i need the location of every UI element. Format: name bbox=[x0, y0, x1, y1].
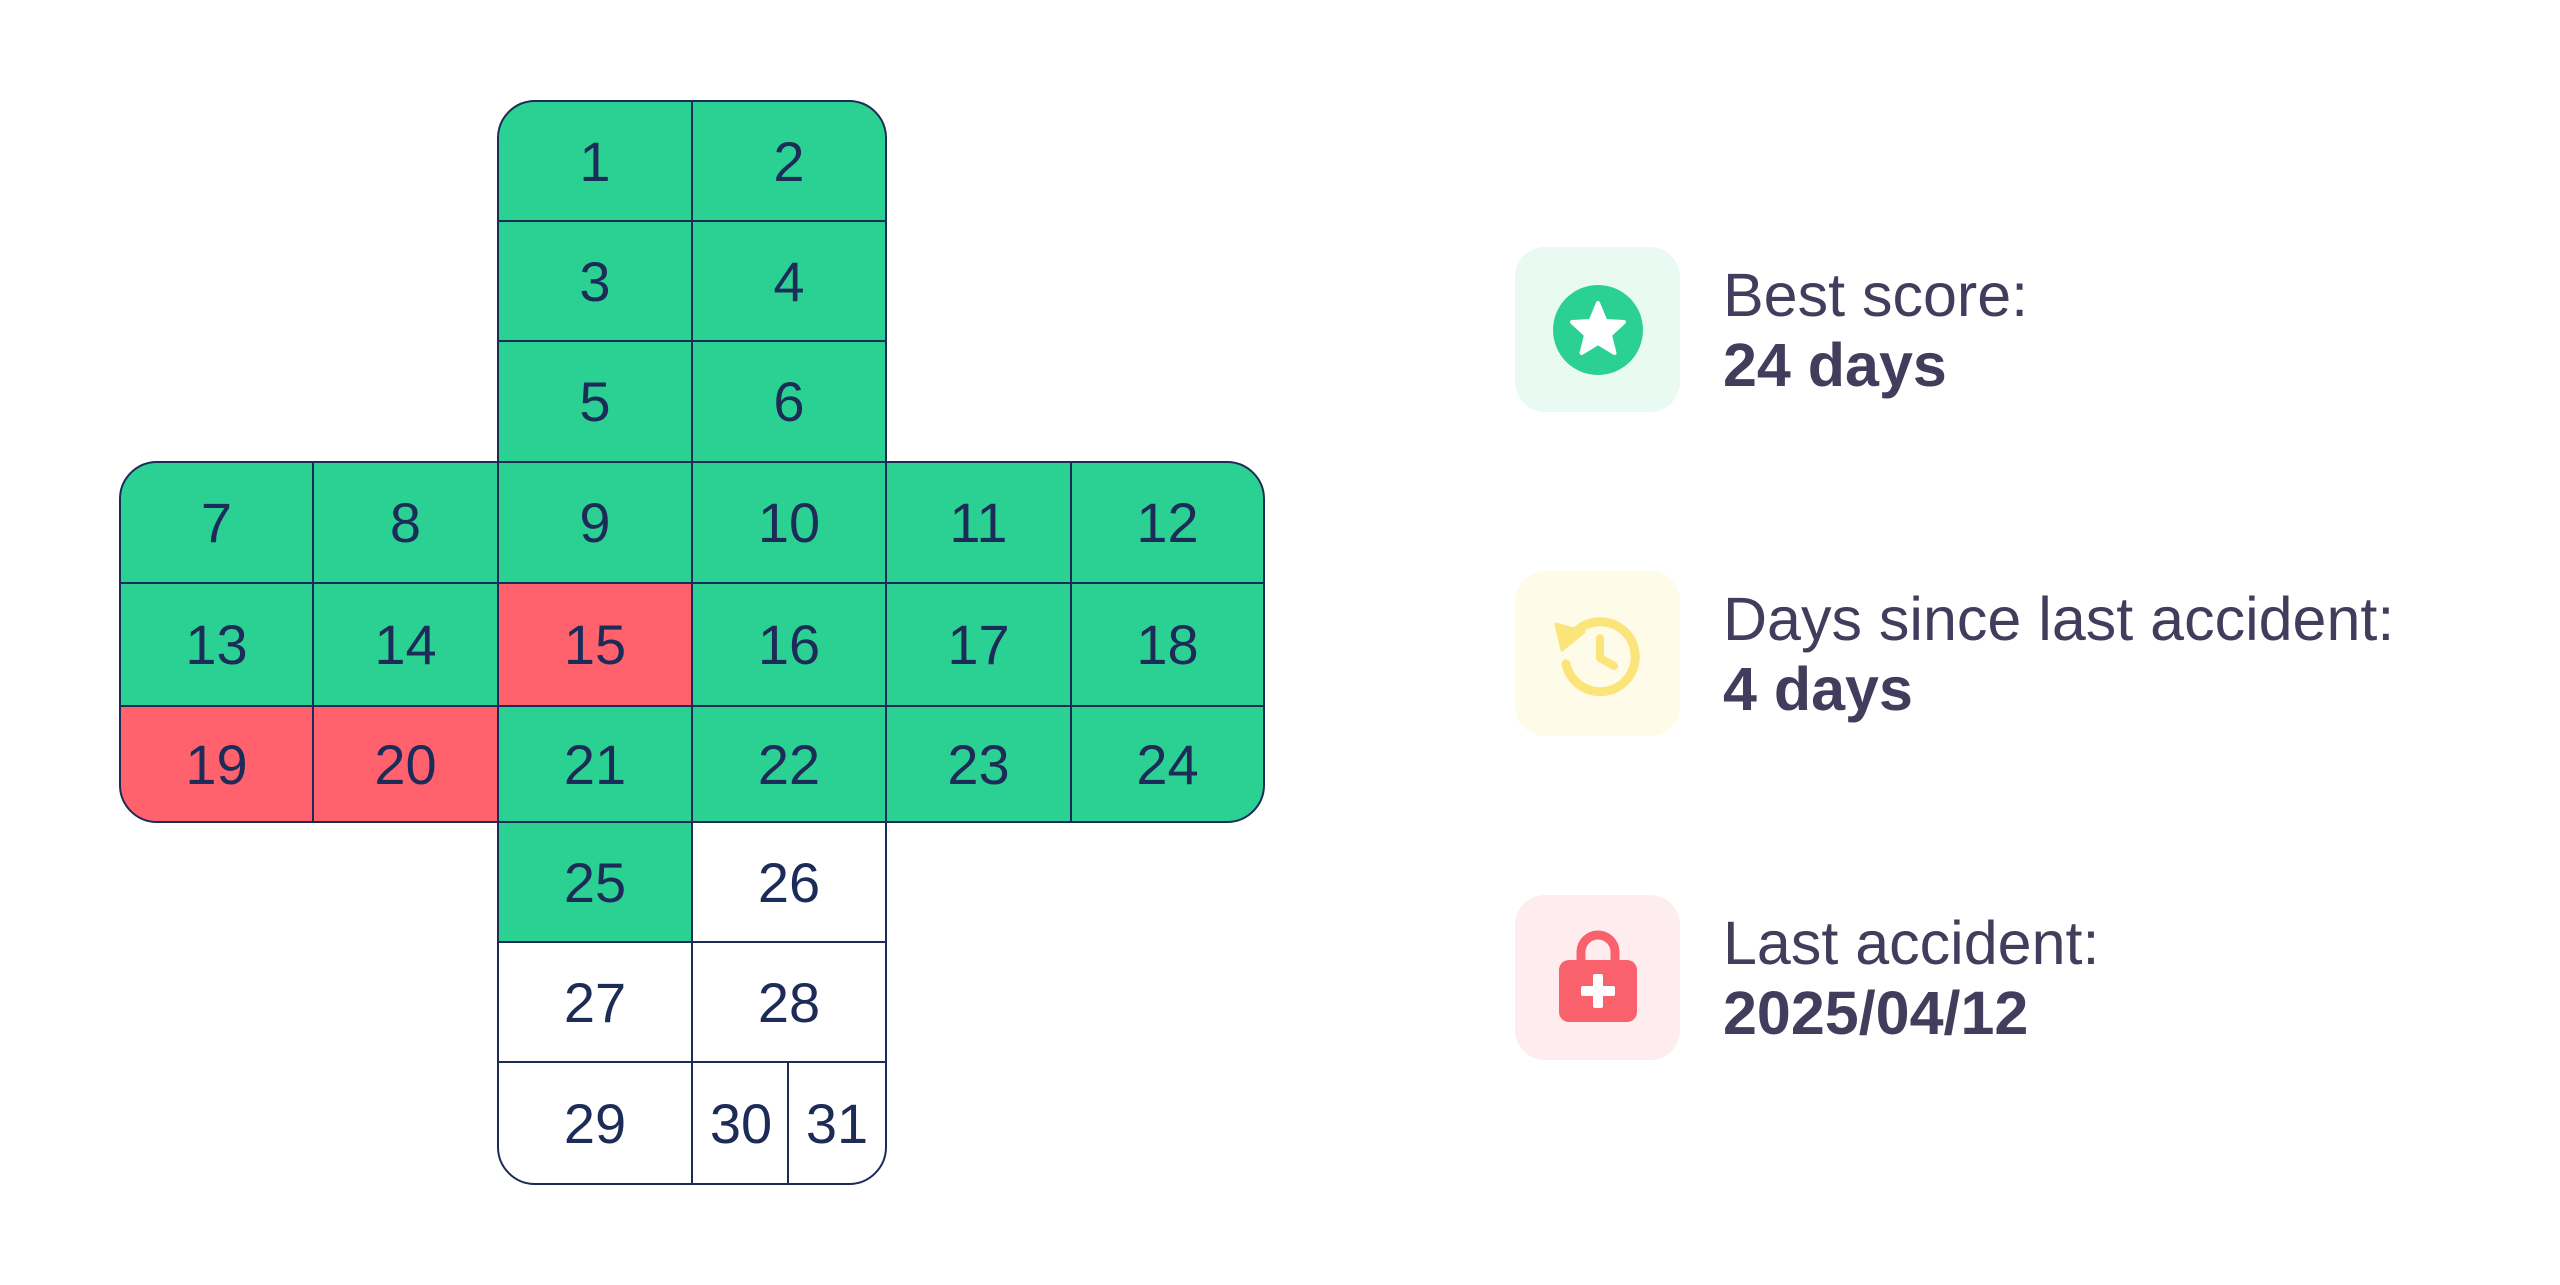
day-cell-5[interactable]: 5 bbox=[497, 340, 693, 463]
day-cell-26[interactable]: 26 bbox=[691, 821, 887, 943]
day-cell-18[interactable]: 18 bbox=[1070, 582, 1265, 707]
day-cell-14[interactable]: 14 bbox=[312, 582, 499, 707]
days-since-value: 4 days bbox=[1723, 654, 1913, 723]
day-cell-6[interactable]: 6 bbox=[691, 340, 887, 463]
day-cell-3[interactable]: 3 bbox=[497, 220, 693, 342]
best-score-label: Best score: bbox=[1723, 260, 2029, 329]
day-cell-11[interactable]: 11 bbox=[885, 461, 1072, 584]
last-accident-value: 2025/04/12 bbox=[1723, 978, 2029, 1047]
last-accident-icon-tile bbox=[1515, 895, 1680, 1060]
best-score-value: 24 days bbox=[1723, 330, 1947, 399]
day-cell-25[interactable]: 25 bbox=[497, 821, 693, 943]
day-cell-13[interactable]: 13 bbox=[119, 582, 314, 707]
day-cell-2[interactable]: 2 bbox=[691, 100, 887, 222]
day-cell-30[interactable]: 30 bbox=[691, 1061, 791, 1185]
days-since-text: Days since last accident: 4 days bbox=[1723, 584, 2394, 724]
days-since-stat: Days since last accident: 4 days bbox=[1515, 571, 2394, 736]
last-accident-text: Last accident: 2025/04/12 bbox=[1723, 908, 2099, 1048]
best-score-text: Best score: 24 days bbox=[1723, 260, 2028, 400]
day-cell-31[interactable]: 31 bbox=[787, 1061, 887, 1185]
days-since-icon-tile bbox=[1515, 571, 1680, 736]
last-accident-stat: Last accident: 2025/04/12 bbox=[1515, 895, 2099, 1060]
day-cell-8[interactable]: 8 bbox=[312, 461, 499, 584]
day-cell-1[interactable]: 1 bbox=[497, 100, 693, 222]
day-cell-10[interactable]: 10 bbox=[691, 461, 887, 584]
day-cell-20[interactable]: 20 bbox=[312, 705, 499, 823]
star-icon bbox=[1552, 284, 1643, 375]
day-cell-27[interactable]: 27 bbox=[497, 941, 693, 1063]
history-clock-icon bbox=[1554, 616, 1640, 696]
day-cell-7[interactable]: 7 bbox=[119, 461, 314, 584]
day-cell-21[interactable]: 21 bbox=[497, 705, 693, 823]
best-score-stat: Best score: 24 days bbox=[1515, 247, 2028, 412]
days-since-label: Days since last accident: bbox=[1723, 584, 2395, 653]
day-cell-4[interactable]: 4 bbox=[691, 220, 887, 342]
day-cell-16[interactable]: 16 bbox=[691, 582, 887, 707]
day-cell-12[interactable]: 12 bbox=[1070, 461, 1265, 584]
day-cell-15[interactable]: 15 bbox=[497, 582, 693, 707]
day-cell-24[interactable]: 24 bbox=[1070, 705, 1265, 823]
day-cell-19[interactable]: 19 bbox=[119, 705, 314, 823]
day-cell-9[interactable]: 9 bbox=[497, 461, 693, 584]
day-cell-17[interactable]: 17 bbox=[885, 582, 1072, 707]
day-cell-29[interactable]: 29 bbox=[497, 1061, 693, 1185]
day-cell-23[interactable]: 23 bbox=[885, 705, 1072, 823]
best-score-icon-tile bbox=[1515, 247, 1680, 412]
day-cell-28[interactable]: 28 bbox=[691, 941, 887, 1063]
day-cell-22[interactable]: 22 bbox=[691, 705, 887, 823]
last-accident-label: Last accident: bbox=[1723, 908, 2100, 977]
stats-panel: Best score: 24 days Days since last acci… bbox=[1515, 0, 2515, 1285]
first-aid-kit-icon bbox=[1558, 930, 1637, 1022]
